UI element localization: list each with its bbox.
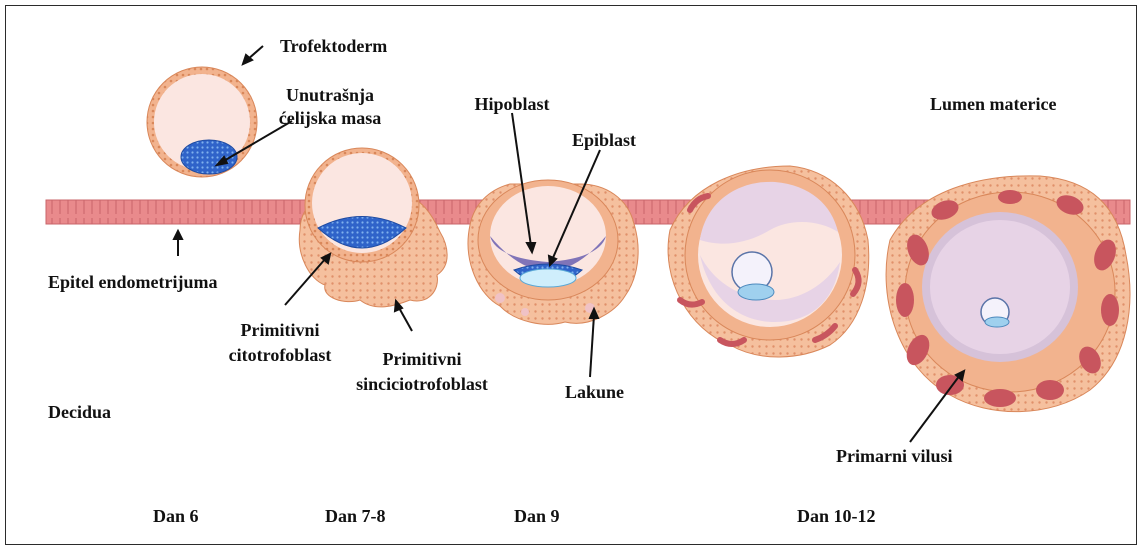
label-epitel: Epitel endometrijuma	[48, 272, 217, 292]
label-primitivni-cito-line1: Primitivni	[241, 320, 320, 340]
blastocyst-day6	[147, 67, 257, 177]
embryo-day9	[468, 180, 638, 324]
label-primarni-vilusi: Primarni vilusi	[836, 446, 953, 466]
label-hipoblast: Hipoblast	[474, 94, 549, 114]
embryo-day10-12-late	[886, 176, 1130, 412]
label-day-6: Dan 6	[153, 506, 199, 526]
label-icm-line2: ćelijska masa	[279, 108, 382, 128]
label-lumen: Lumen materice	[930, 94, 1056, 114]
label-day-10-12: Dan 10-12	[797, 506, 876, 526]
label-primitivni-cito-line2: citotrofoblast	[229, 345, 332, 365]
embryo-day7-8	[299, 148, 447, 307]
label-day-9: Dan 9	[514, 506, 560, 526]
label-decidua: Decidua	[48, 402, 111, 422]
label-primitivni-sinc-line2: sinciciotrofoblast	[356, 374, 488, 394]
label-icm-line1: Unutrašnja	[286, 85, 374, 105]
label-day-7-8: Dan 7-8	[325, 506, 386, 526]
label-primitivni-sinc-line1: Primitivni	[383, 349, 462, 369]
embryo-day10-12-early	[668, 166, 869, 357]
label-epiblast: Epiblast	[572, 130, 636, 150]
label-trofektoderm: Trofektoderm	[280, 36, 387, 56]
label-lakune: Lakune	[565, 382, 624, 402]
